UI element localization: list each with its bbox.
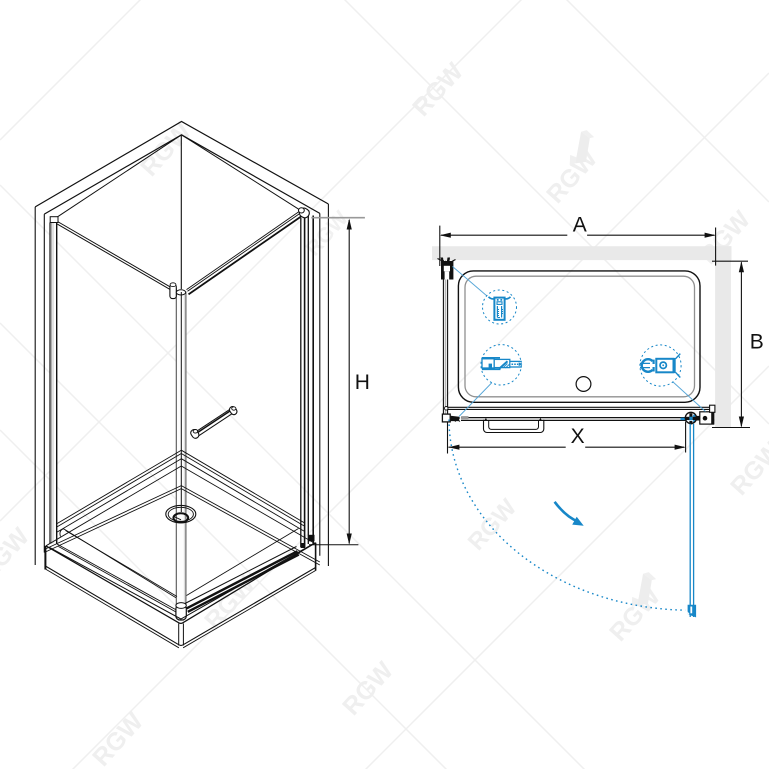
svg-text:A: A xyxy=(573,214,587,237)
svg-text:B: B xyxy=(750,331,764,354)
svg-text:X: X xyxy=(571,425,585,448)
svg-text:H: H xyxy=(355,371,370,394)
